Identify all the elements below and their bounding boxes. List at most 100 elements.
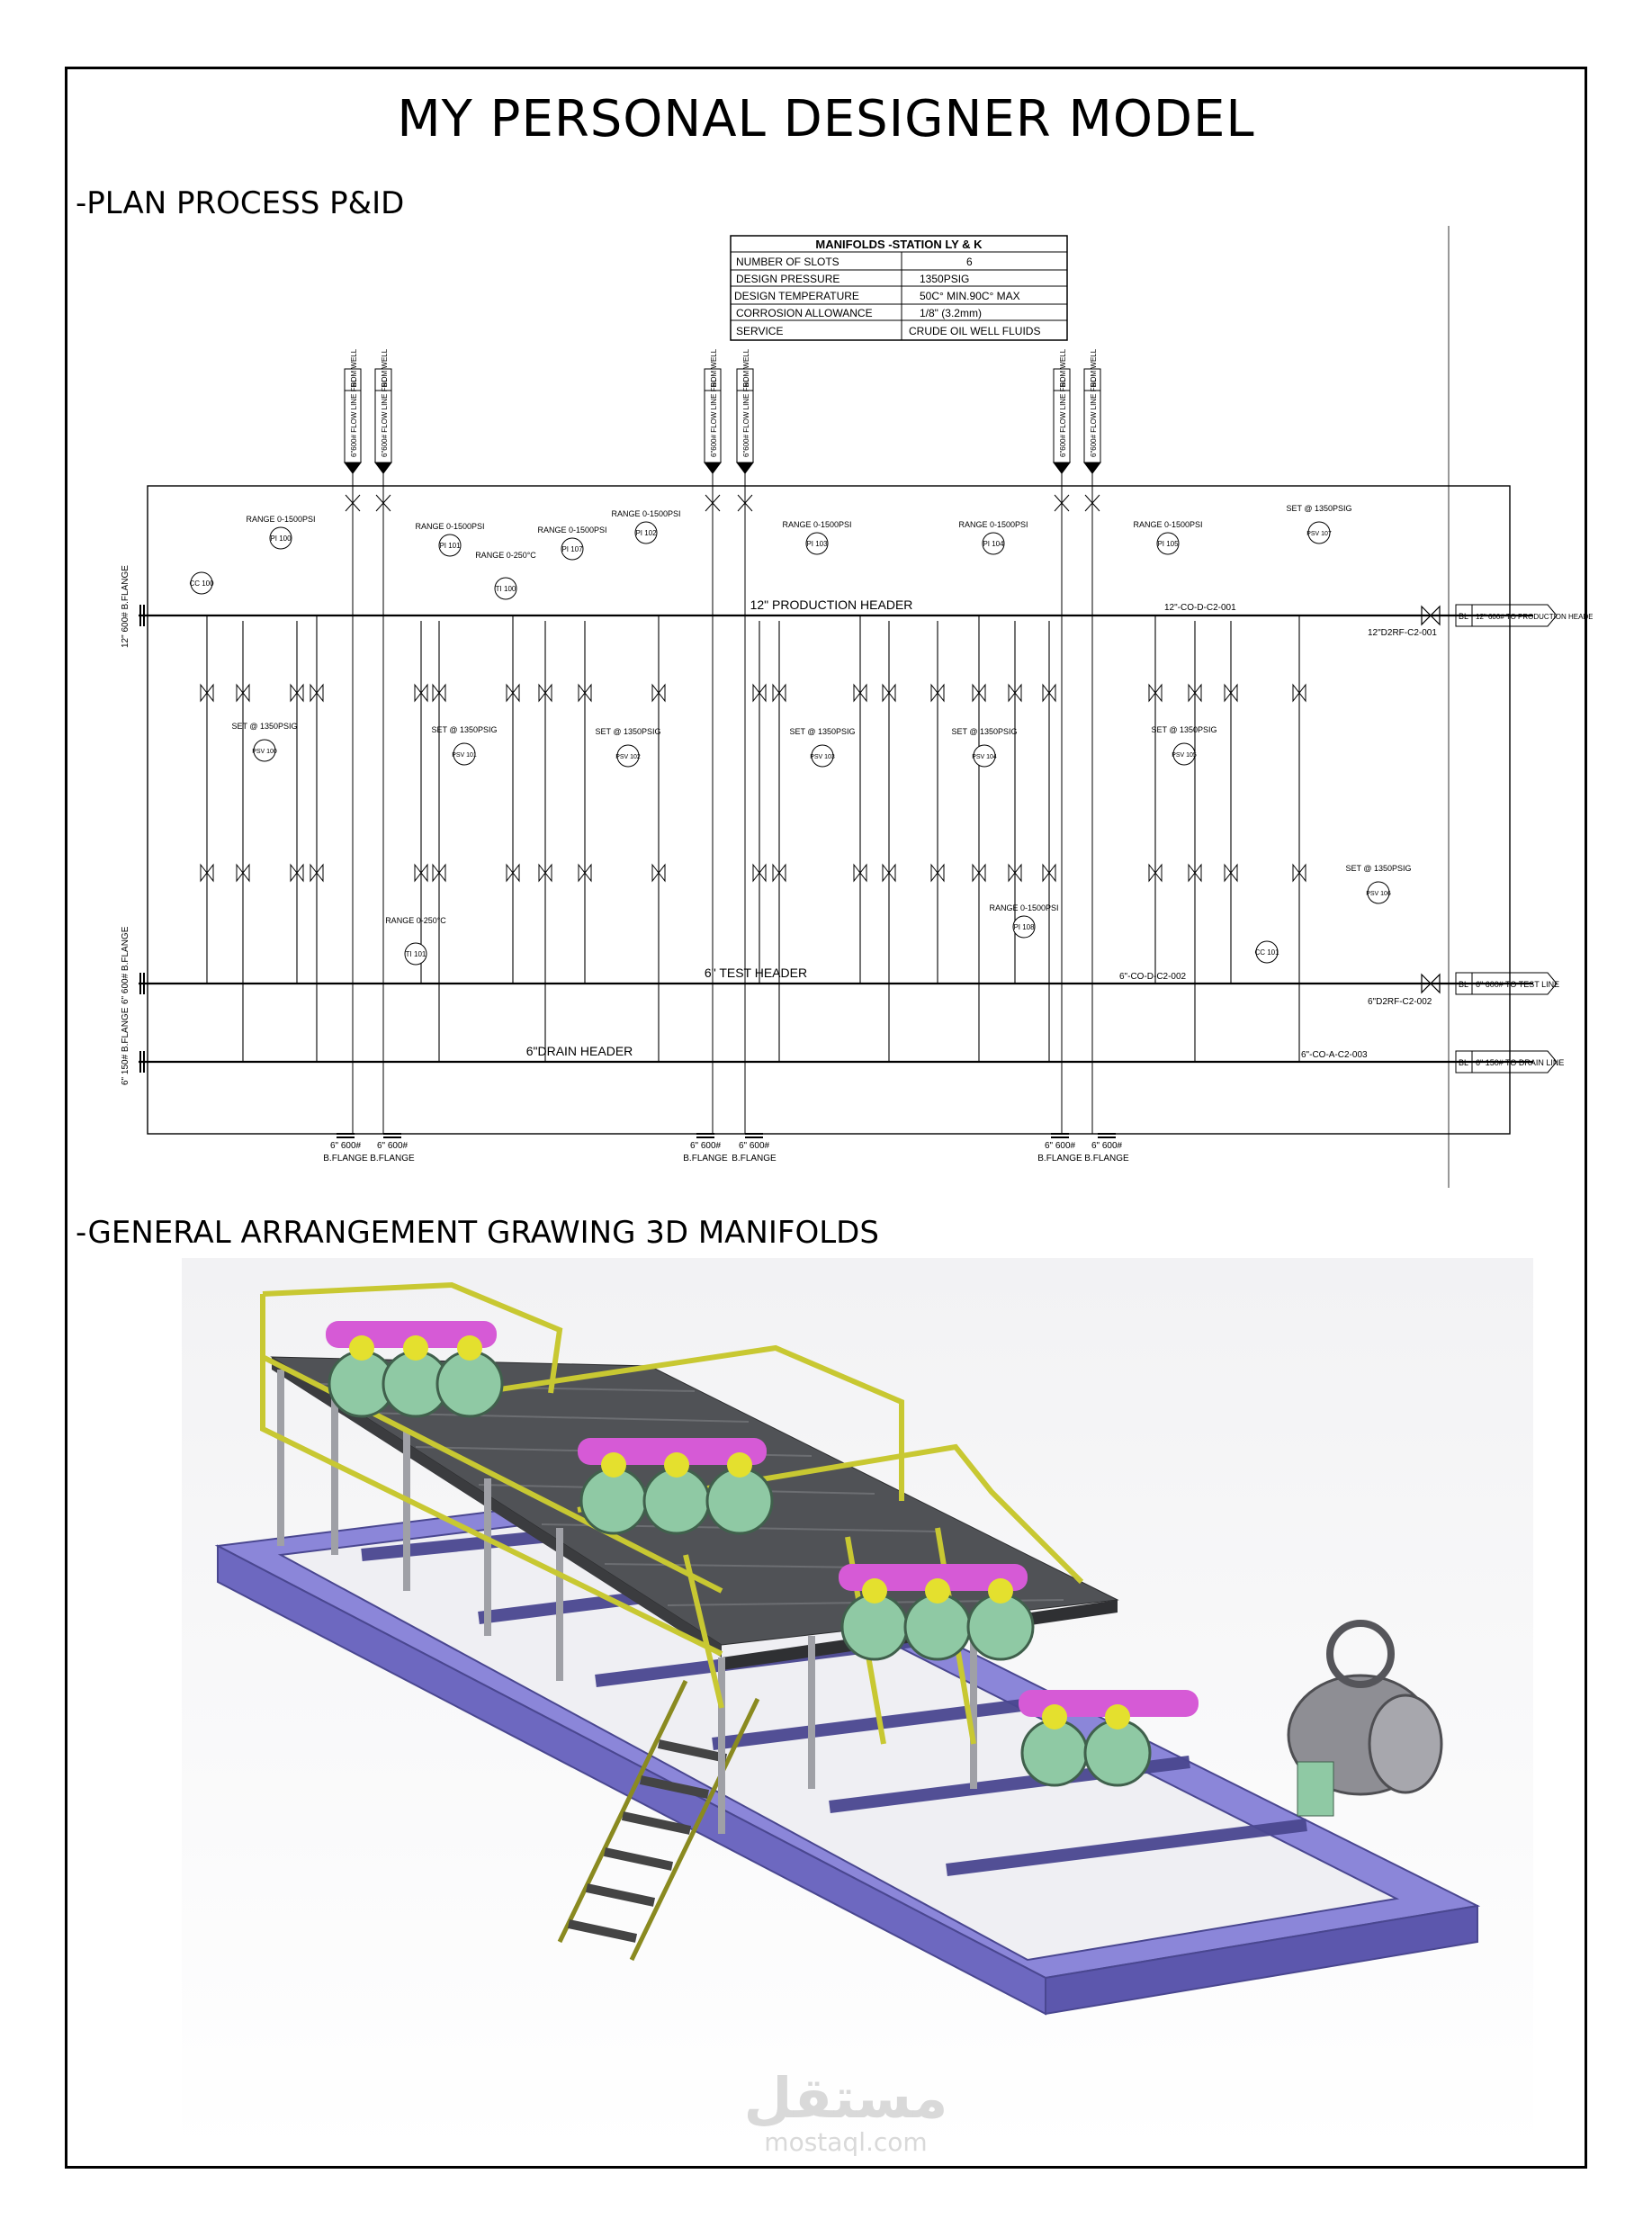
gate-valve-icon bbox=[432, 683, 446, 703]
branch-lines bbox=[200, 615, 1306, 1062]
svg-text:PI 100: PI 100 bbox=[270, 535, 292, 543]
svg-text:RANGE 0-1500PSI: RANGE 0-1500PSI bbox=[246, 515, 315, 524]
gate-valve-icon bbox=[1148, 683, 1163, 703]
spec-label: CORROSION ALLOWANCE bbox=[736, 307, 873, 319]
support-legs bbox=[277, 1370, 977, 1834]
svg-text:RANGE 0-1500PSI: RANGE 0-1500PSI bbox=[415, 522, 484, 531]
gate-valve-icon bbox=[414, 863, 428, 883]
line-ref: 6"-CO-D-C2-002 bbox=[1119, 972, 1187, 982]
bottom-flange: 6" 600# B.FLANGE bbox=[683, 1141, 728, 1163]
svg-text:PI 107: PI 107 bbox=[561, 545, 583, 553]
svg-text:6" 600#: 6" 600# bbox=[739, 1141, 770, 1151]
bottom-flange: 6" 600#B.FLANGE bbox=[370, 1141, 415, 1163]
svg-text:12" 600# TO PRODUCTION HEADER: 12" 600# TO PRODUCTION HEADER bbox=[1476, 613, 1593, 621]
spec-label: NUMBER OF SLOTS bbox=[736, 256, 839, 268]
gate-valve-icon bbox=[772, 683, 786, 703]
pi-gauge: RANGE 0-1500PSI PI 100 bbox=[246, 515, 316, 550]
drain-header-label: 6"DRAIN HEADER bbox=[526, 1044, 633, 1058]
svg-text:PSV 103: PSV 103 bbox=[810, 754, 835, 760]
bottom-flange: 6" 600# B.FLANGE bbox=[732, 1141, 777, 1163]
ball-valve bbox=[1287, 1620, 1443, 1817]
gate-valve-icon bbox=[752, 863, 767, 883]
svg-text:B.FLANGE: B.FLANGE bbox=[323, 1154, 368, 1163]
gate-valve-icon bbox=[853, 863, 867, 883]
svg-text:6"600# FLOW LINE FROM WELL: 6"600# FLOW LINE FROM WELL bbox=[742, 348, 750, 457]
skid-boundary bbox=[147, 485, 1511, 1135]
svg-text:B.FLANGE: B.FLANGE bbox=[732, 1154, 777, 1163]
outlet-production: BL 12" 600# TO PRODUCTION HEADER bbox=[1421, 604, 1593, 627]
svg-text:PSV 104: PSV 104 bbox=[972, 754, 997, 760]
gate-valve-icon bbox=[882, 863, 896, 883]
gate-valve-icon bbox=[853, 683, 867, 703]
line-ref: 6"D2RF-C2-002 bbox=[1368, 997, 1432, 1007]
svg-text:SET @ 1350PSIG: SET @ 1350PSIG bbox=[1345, 864, 1411, 873]
svg-text:RANGE 0-1500PSI: RANGE 0-1500PSI bbox=[958, 520, 1028, 529]
gate-valve-icon bbox=[414, 683, 428, 703]
svg-text:TI 101: TI 101 bbox=[406, 950, 426, 958]
svg-text:PSV 102: PSV 102 bbox=[615, 754, 641, 760]
spec-value: CRUDE OIL WELL FLUIDS bbox=[909, 325, 1040, 337]
line-ref: 12"-CO-D-C2-001 bbox=[1164, 603, 1236, 613]
svg-text:PSV 100: PSV 100 bbox=[252, 749, 277, 755]
svg-text:CC 100: CC 100 bbox=[189, 579, 214, 588]
svg-text:PSV 107: PSV 107 bbox=[1306, 531, 1332, 537]
gate-valve-icon bbox=[651, 863, 666, 883]
gate-valve-icon bbox=[538, 683, 552, 703]
outlet-test: BL 6" 600# TO TEST LINE bbox=[1421, 972, 1559, 995]
svg-text:6" 150# TO DRAIN LINE: 6" 150# TO DRAIN LINE bbox=[1476, 1058, 1564, 1067]
svg-text:PI 105: PI 105 bbox=[1157, 540, 1179, 548]
watermark-url: mostaql.com bbox=[764, 2127, 928, 2157]
svg-text:6"600# FLOW LINE FROM WELL: 6"600# FLOW LINE FROM WELL bbox=[350, 348, 358, 457]
page-border bbox=[65, 67, 1587, 2169]
svg-text:BL: BL bbox=[1459, 612, 1468, 621]
ti-gauge: RANGE 0-250°C TI 101 bbox=[385, 916, 446, 966]
bottom-flange: 6" 600# B.FLANGE bbox=[323, 1141, 368, 1163]
svg-text:PI 108: PI 108 bbox=[1013, 923, 1035, 931]
svg-text:6"600# FLOW LINE FROM WELL: 6"600# FLOW LINE FROM WELL bbox=[381, 348, 389, 457]
gate-valve-icon bbox=[772, 863, 786, 883]
svg-text:BL: BL bbox=[1059, 378, 1067, 387]
line-ref: 6"-CO-A-C2-003 bbox=[1301, 1050, 1368, 1060]
gate-valve-icon bbox=[506, 863, 520, 883]
gate-valve-icon bbox=[1188, 863, 1202, 883]
svg-text:SET @ 1350PSIG: SET @ 1350PSIG bbox=[431, 725, 497, 734]
gate-valve-icon bbox=[930, 683, 945, 703]
svg-text:BL: BL bbox=[1090, 378, 1098, 387]
gate-valve-icon bbox=[972, 683, 986, 703]
cc-corrosion-coupon: CC 101 bbox=[1254, 940, 1279, 964]
pi-gauge: RANGE 0-1500PSI PI 105 bbox=[1133, 520, 1203, 555]
svg-text:RANGE 0-1500PSI: RANGE 0-1500PSI bbox=[1133, 520, 1202, 529]
gate-valve-icon bbox=[310, 683, 324, 703]
handwheel-icon bbox=[1326, 1620, 1395, 1688]
svg-text:6"600# FLOW LINE FROM WELL: 6"600# FLOW LINE FROM WELL bbox=[1090, 348, 1098, 457]
svg-text:RANGE 0-250°C: RANGE 0-250°C bbox=[385, 916, 446, 925]
svg-text:6" 600# TO TEST LINE: 6" 600# TO TEST LINE bbox=[1476, 980, 1559, 989]
gate-valve-icon bbox=[578, 863, 592, 883]
spec-label: DESIGN TEMPERATURE bbox=[734, 290, 859, 302]
left-flange-test: 6" 600# B.FLANGE bbox=[121, 926, 130, 1004]
gate-valve-icon bbox=[290, 683, 304, 703]
spec-label: SERVICE bbox=[736, 325, 783, 337]
gate-valve-icon bbox=[1008, 683, 1022, 703]
svg-text:RANGE 0-1500PSI: RANGE 0-1500PSI bbox=[782, 520, 851, 529]
svg-text:CC 101: CC 101 bbox=[1254, 948, 1279, 957]
svg-text:6" 600#: 6" 600# bbox=[690, 1141, 722, 1151]
gate-valve-icon bbox=[1292, 683, 1306, 703]
svg-text:B.FLANGE: B.FLANGE bbox=[370, 1154, 415, 1163]
svg-text:B.FLANGE: B.FLANGE bbox=[683, 1154, 728, 1163]
svg-text:RANGE 0-1500PSI: RANGE 0-1500PSI bbox=[537, 526, 606, 535]
gate-valve-icon bbox=[200, 863, 214, 883]
spec-value: 6 bbox=[966, 256, 973, 268]
gate-valve-icon bbox=[310, 863, 324, 883]
svg-text:6" 600#: 6" 600# bbox=[330, 1141, 362, 1151]
